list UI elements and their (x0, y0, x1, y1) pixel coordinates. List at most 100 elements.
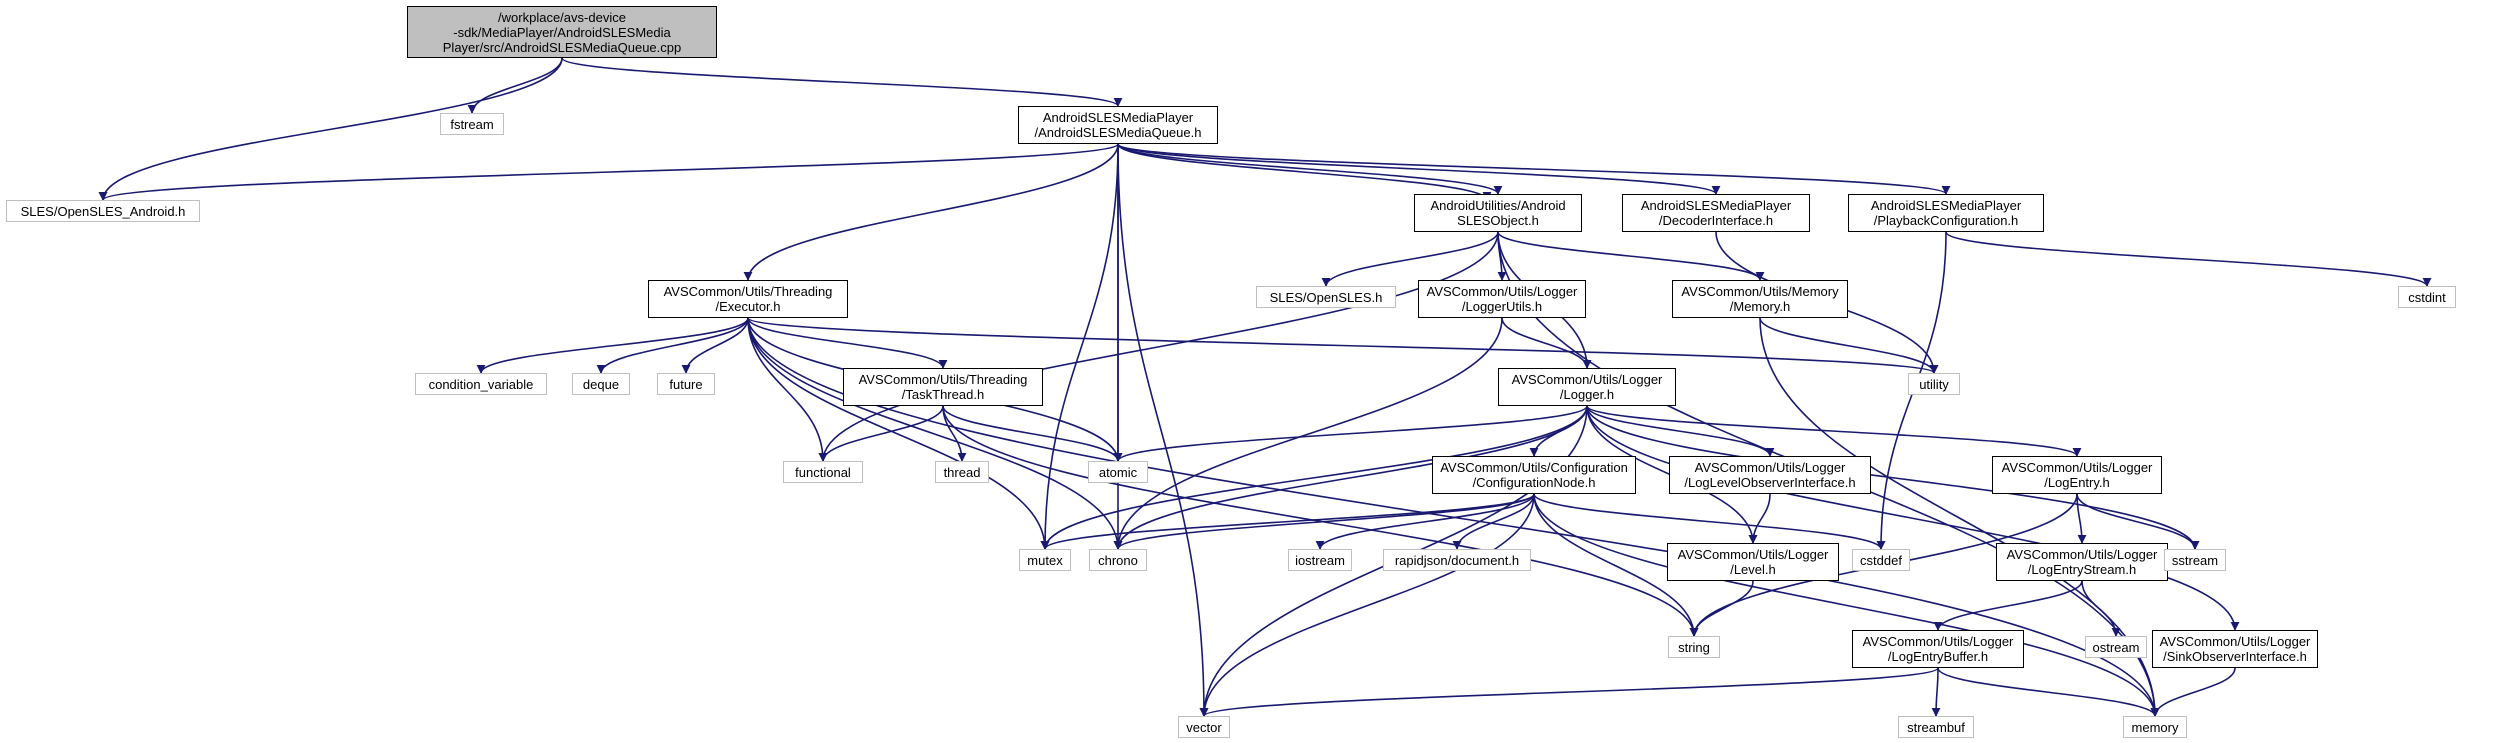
edge-root-to-fstream (467, 57, 563, 114)
node-label: cstdint (2408, 289, 2446, 305)
node-future[interactable]: future (657, 373, 715, 395)
node-queue[interactable]: AndroidSLESMediaPlayer /AndroidSLESMedia… (1018, 106, 1218, 144)
edge-layer (98, 57, 2432, 717)
edge-tasktrhead-to-atomic (942, 405, 1123, 462)
edge-logger-to-mutex (1040, 405, 1588, 550)
node-deque[interactable]: deque (572, 373, 630, 395)
edge-confignode-to-iostream (1315, 493, 1535, 550)
node-label: mutex (1027, 552, 1063, 568)
node-label: AndroidUtilities/Android SLESObject.h (1430, 198, 1566, 228)
node-label: AVSCommon/Utils/Memory /Memory.h (1681, 284, 1839, 314)
node-sstream[interactable]: sstream (2164, 549, 2226, 571)
edge-confignode-to-rapidjson (1452, 493, 1535, 550)
node-label: fstream (450, 116, 494, 132)
edge-tasktrhead-to-string (942, 405, 1699, 637)
node-cstdint[interactable]: cstdint (2398, 286, 2456, 308)
node-slesobject[interactable]: AndroidUtilities/Android SLESObject.h (1414, 194, 1582, 232)
edge-confignode-to-string (1533, 493, 1699, 637)
edge-logentrybuffer-to-vector (1199, 667, 1939, 717)
node-loglevelobs[interactable]: AVSCommon/Utils/Logger /LogLevelObserver… (1669, 456, 1871, 494)
edge-queue-to-decoder (1117, 143, 1721, 195)
node-sles[interactable]: SLES/OpenSLES.h (1256, 286, 1396, 308)
node-label: /workplace/avs-device -sdk/MediaPlayer/A… (442, 9, 682, 55)
node-logentry[interactable]: AVSCommon/Utils/Logger /LogEntry.h (1992, 456, 2162, 494)
node-condvar[interactable]: condition_variable (415, 373, 547, 395)
node-iostream[interactable]: iostream (1288, 549, 1352, 571)
node-fstream[interactable]: fstream (440, 113, 504, 135)
node-label: AVSCommon/Utils/Threading /Executor.h (663, 284, 833, 314)
edge-logentrybuffer-to-streambuf (1931, 667, 1941, 717)
edge-confignode-to-memory (1533, 493, 2160, 717)
node-label: AVSCommon/Utils/Logger /Level.h (1677, 547, 1829, 577)
edge-executor-to-memory (747, 317, 2160, 717)
node-ostream[interactable]: ostream (2085, 636, 2147, 658)
edge-slesobject-to-sles (1321, 231, 1499, 287)
edge-executor-to-tasktrhead (747, 317, 948, 369)
node-memory[interactable]: memory (2123, 716, 2187, 738)
edge-confignode-to-vector (1199, 493, 1535, 717)
node-confignode[interactable]: AVSCommon/Utils/Configuration /Configura… (1432, 456, 1636, 494)
edge-confignode-to-mutex (1040, 493, 1535, 550)
node-logentrystream[interactable]: AVSCommon/Utils/Logger /LogEntryStream.h (1996, 543, 2168, 581)
node-vector[interactable]: vector (1178, 716, 1230, 738)
edge-logger-to-confignode (1529, 405, 1588, 457)
node-memory_h[interactable]: AVSCommon/Utils/Memory /Memory.h (1672, 280, 1848, 318)
node-label: AVSCommon/Utils/Logger /LogLevelObserver… (1684, 460, 1856, 490)
edge-queue-to-mutex (1040, 143, 1119, 550)
node-label: AndroidSLESMediaPlayer /DecoderInterface… (1640, 198, 1792, 228)
edge-loggerutils-to-chrono (1113, 317, 1503, 550)
edge-executor-to-condvar (476, 317, 749, 374)
edge-sinkobs-to-memory (2150, 667, 2236, 717)
node-label: SLES/OpenSLES_Android.h (20, 203, 186, 219)
edge-confignode-to-chrono (1113, 493, 1535, 550)
node-atomic[interactable]: atomic (1088, 461, 1148, 483)
node-mutex[interactable]: mutex (1019, 549, 1071, 571)
edge-loggerutils-to-logger (1501, 317, 1592, 369)
node-sles_android[interactable]: SLES/OpenSLES_Android.h (6, 200, 200, 222)
edge-tasktrhead-to-functional (818, 405, 944, 462)
node-label: deque (582, 376, 620, 392)
edge-level-to-string (1689, 580, 1754, 637)
edge-root-to-sles_android (98, 57, 563, 201)
edge-queue-to-array (1117, 143, 1492, 201)
edge-logentrybuffer-to-memory (1937, 667, 2160, 717)
edge-logger-to-atomic (1113, 405, 1588, 462)
node-label: iostream (1295, 552, 1345, 568)
node-label: AVSCommon/Utils/Logger /LoggerUtils.h (1426, 284, 1578, 314)
node-sinkobs[interactable]: AVSCommon/Utils/Logger /SinkObserverInte… (2152, 630, 2318, 668)
node-thread[interactable]: thread (935, 461, 989, 483)
node-chrono[interactable]: chrono (1089, 549, 1147, 571)
node-level[interactable]: AVSCommon/Utils/Logger /Level.h (1667, 543, 1839, 581)
node-utility[interactable]: utility (1908, 373, 1960, 395)
node-functional[interactable]: functional (783, 461, 863, 483)
node-label: AVSCommon/Utils/Logger /LogEntryStream.h (2006, 547, 2158, 577)
node-streambuf[interactable]: streambuf (1898, 716, 1974, 738)
edge-queue-to-vector (1117, 143, 1209, 717)
edge-queue-to-slesobject (1117, 143, 1503, 195)
edge-playback-to-cstdint (1945, 231, 2432, 287)
node-logger[interactable]: AVSCommon/Utils/Logger /Logger.h (1498, 368, 1676, 406)
node-rapidjson[interactable]: rapidjson/document.h (1383, 549, 1531, 571)
node-string[interactable]: string (1668, 636, 1720, 658)
edge-logger-to-loglevelobs (1586, 405, 1775, 457)
node-logentrybuffer[interactable]: AVSCommon/Utils/Logger /LogEntryBuffer.h (1852, 630, 2024, 668)
node-label: AVSCommon/Utils/Logger /SinkObserverInte… (2159, 634, 2311, 664)
edge-queue-to-playback (1117, 143, 1951, 195)
edge-root-to-queue (561, 57, 1123, 107)
node-tasktrhead[interactable]: AVSCommon/Utils/Threading /TaskThread.h (843, 368, 1043, 406)
node-label: AVSCommon/Utils/Logger /Logger.h (1511, 372, 1663, 402)
node-label: thread (943, 464, 981, 480)
edge-loglevelobs-to-level (1748, 493, 1771, 544)
node-playback[interactable]: AndroidSLESMediaPlayer /PlaybackConfigur… (1848, 194, 2044, 232)
node-label: AndroidSLESMediaPlayer /AndroidSLESMedia… (1034, 110, 1202, 140)
edge-logentrystream-to-logentrybuffer (1933, 580, 2083, 631)
node-label: ostream (2092, 639, 2140, 655)
node-root: /workplace/avs-device -sdk/MediaPlayer/A… (407, 6, 717, 58)
edge-logger-to-sinkobs (1586, 405, 2240, 631)
node-executor[interactable]: AVSCommon/Utils/Threading /Executor.h (648, 280, 848, 318)
node-loggerutils[interactable]: AVSCommon/Utils/Logger /LoggerUtils.h (1418, 280, 1586, 318)
node-decoder[interactable]: AndroidSLESMediaPlayer /DecoderInterface… (1622, 194, 1810, 232)
edge-tasktrhead-to-thread (942, 405, 967, 462)
node-cstddef[interactable]: cstddef (1852, 549, 1910, 571)
